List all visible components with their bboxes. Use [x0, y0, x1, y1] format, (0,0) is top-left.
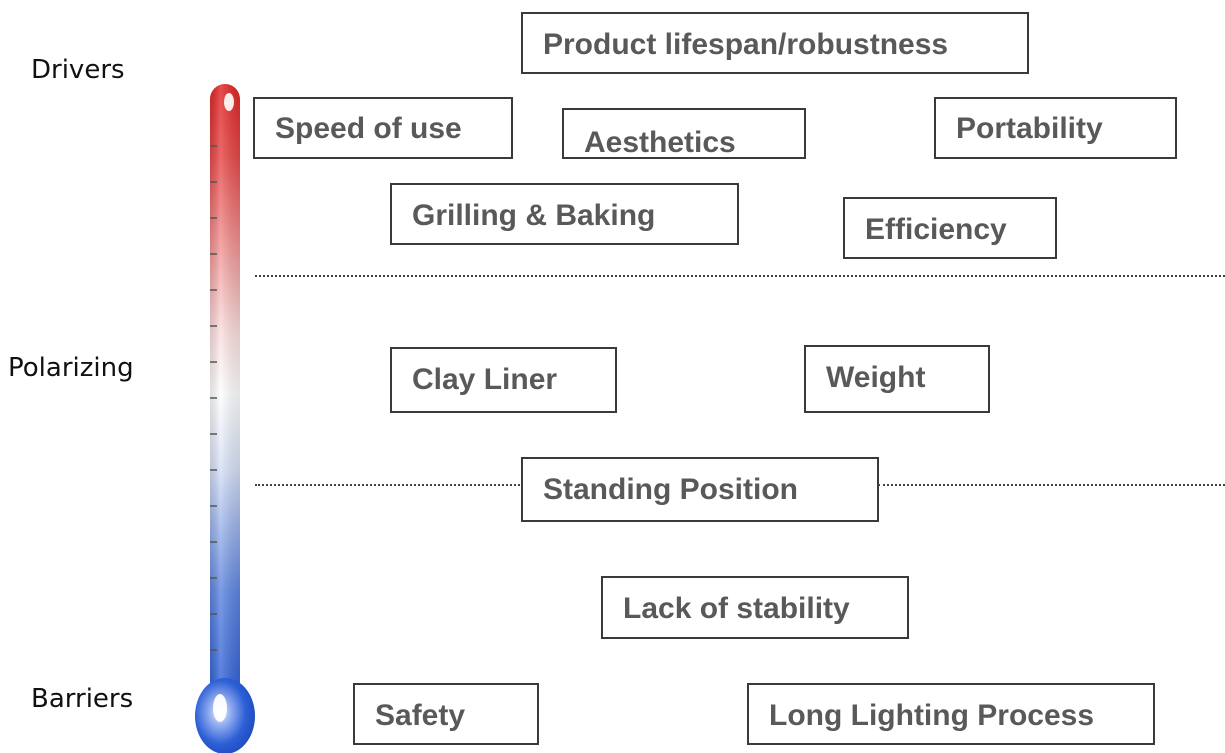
factor-safety-label: Safety	[375, 699, 466, 732]
factor-lack-of-stability-label: Lack of stability	[623, 592, 850, 625]
thermometer-bulb-highlight	[213, 694, 227, 722]
drivers-label: Drivers	[31, 55, 125, 85]
thermometer-graphic	[195, 84, 255, 753]
factor-weight-label: Weight	[826, 361, 926, 394]
factor-grilling-baking: Grilling & Baking	[390, 183, 739, 245]
factor-aesthetics-label: Aesthetics	[584, 126, 736, 159]
factor-long-lighting-label: Long Lighting Process	[769, 699, 1095, 732]
factor-safety: Safety	[353, 683, 539, 745]
factor-efficiency-label: Efficiency	[865, 213, 1007, 246]
factor-portability: Portability	[934, 97, 1177, 159]
factor-clay-liner: Clay Liner	[390, 347, 617, 413]
factor-standing-position: Standing Position	[521, 457, 879, 522]
factor-speed-of-use: Speed of use	[253, 97, 513, 159]
factor-speed-of-use-label: Speed of use	[275, 112, 462, 145]
factor-weight: Weight	[804, 345, 990, 413]
factor-product-lifespan-label: Product lifespan/robustness	[543, 28, 949, 61]
polarizing-label: Polarizing	[8, 353, 134, 383]
thermometer-top-highlight	[224, 93, 234, 111]
factor-portability-label: Portability	[956, 112, 1103, 145]
factor-standing-position-label: Standing Position	[543, 473, 798, 506]
factor-lack-of-stability: Lack of stability	[601, 576, 909, 639]
factor-product-lifespan: Product lifespan/robustness	[521, 12, 1029, 74]
divider-polarizing-barriers-left	[255, 484, 523, 486]
thermometer-ticks	[210, 145, 217, 651]
factor-long-lighting: Long Lighting Process	[747, 683, 1155, 745]
divider-drivers-polarizing	[255, 275, 1225, 277]
factor-aesthetics: Aesthetics	[562, 108, 806, 159]
factor-clay-liner-label: Clay Liner	[412, 363, 558, 396]
factor-grilling-baking-label: Grilling & Baking	[412, 199, 656, 232]
divider-polarizing-barriers-right	[878, 484, 1225, 486]
barriers-label: Barriers	[31, 684, 134, 714]
factor-efficiency: Efficiency	[843, 197, 1057, 259]
thermometer-tube	[210, 84, 240, 704]
